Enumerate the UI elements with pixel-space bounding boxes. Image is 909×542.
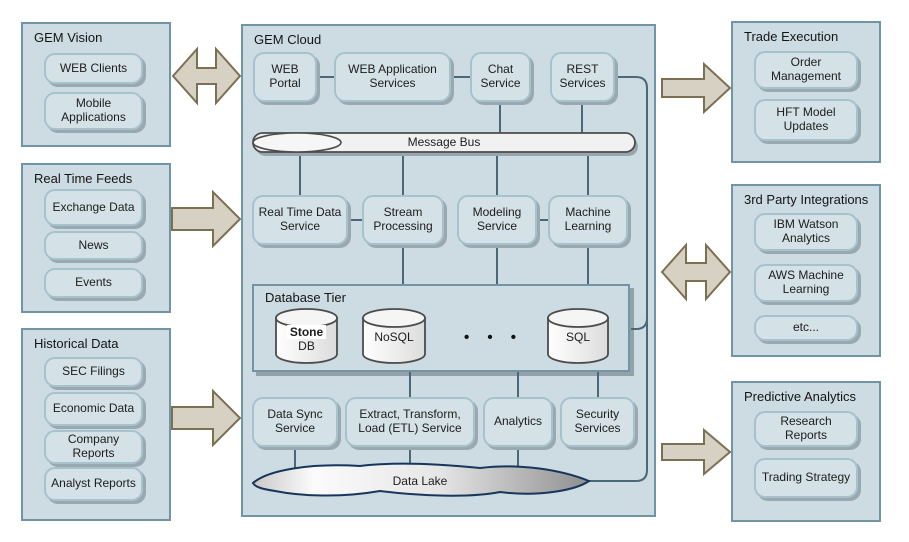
nosql-label: NoSQL [374, 330, 414, 344]
panel-historical-data-title: Historical Data [34, 336, 119, 351]
flow-arrows [171, 46, 732, 477]
right-arrow-icon-realtimefeeds [171, 189, 242, 249]
node-events: Events [44, 268, 143, 298]
node-real-time-data-service: Real Time Data Service [252, 195, 348, 245]
nosql-cylinder-top [362, 308, 426, 328]
node-web-application-services: WEB Application Services [334, 52, 451, 102]
node-trading-strategy: Trading Strategy [754, 458, 858, 498]
ellipsis-dots: • • • [463, 328, 517, 346]
sql-cylinder-icon [547, 317, 609, 364]
stone-db-label-line2: DB [298, 339, 315, 353]
node-aws-machine-learning: AWS Machine Learning [754, 264, 858, 302]
double-arrow-icon-3rdparty [660, 242, 732, 302]
node-modeling-service: Modeling Service [457, 195, 537, 245]
nosql-cylinder-icon [362, 317, 426, 364]
node-economic-data: Economic Data [44, 392, 143, 426]
node-analyst-reports: Analyst Reports [44, 467, 143, 501]
node-chat-service: Chat Service [470, 52, 531, 102]
stone-db-label-line1: Stone [286, 324, 327, 339]
message-bus-shape [252, 132, 638, 156]
connector-right-datalake [589, 318, 648, 482]
node-exchange-data: Exchange Data [44, 189, 143, 226]
data-lake-label: Data Lake [392, 473, 448, 488]
node-etc: etc... [754, 315, 858, 341]
message-bus-label: Message Bus [407, 135, 481, 149]
sql-label: SQL [565, 330, 590, 344]
node-stream-processing: Stream Processing [362, 195, 444, 245]
node-research-reports: Research Reports [754, 411, 858, 447]
node-sec-filings: SEC Filings [44, 357, 143, 387]
node-news: News [44, 231, 143, 260]
node-etl-service: Extract, Transform, Load (ETL) Service [345, 397, 475, 447]
right-arrow-icon-historicaldata [171, 388, 242, 448]
stone-db-label: Stone DB [276, 318, 337, 360]
panel-trade-execution: Trade Execution [731, 21, 881, 163]
panel-3rd-party-integrations-title: 3rd Party Integrations [744, 192, 869, 207]
panel-trade-execution-title: Trade Execution [744, 29, 839, 44]
node-security-services: Security Services [560, 397, 635, 447]
sql-cylinder-top [547, 308, 609, 328]
node-mobile-applications: Mobile Applications [44, 92, 143, 130]
panel-predictive-analytics-title: Predictive Analytics [744, 389, 856, 404]
panel-database-tier-title: Database Tier [265, 290, 346, 305]
node-company-reports: Company Reports [44, 430, 143, 464]
node-analytics: Analytics [483, 397, 553, 447]
node-hft-model-updates: HFT Model Updates [754, 99, 858, 141]
node-data-sync-service: Data Sync Service [252, 397, 338, 447]
node-rest-services: REST Services [550, 52, 615, 102]
data-lake-shape [251, 462, 592, 497]
double-arrow-icon-gemvision [171, 46, 242, 106]
message-bus-end-ellipse [252, 132, 342, 153]
panel-predictive-analytics: Predictive Analytics [731, 381, 881, 522]
right-arrow-icon-tradeexecution [661, 61, 732, 115]
node-web-clients: WEB Clients [44, 53, 143, 84]
node-order-management: Order Management [754, 51, 858, 89]
node-web-portal: WEB Portal [253, 52, 317, 102]
node-ibm-watson-analytics: IBM Watson Analytics [754, 213, 858, 251]
connector-rest-databasetier [615, 76, 648, 330]
node-machine-learning: Machine Learning [548, 195, 628, 245]
right-arrow-icon-predictive [661, 427, 732, 477]
panel-real-time-feeds-title: Real Time Feeds [34, 171, 133, 186]
panel-gem-vision-title: GEM Vision [34, 30, 103, 45]
panel-gem-cloud-title: GEM Cloud [254, 32, 322, 47]
connector-lines [294, 76, 648, 482]
